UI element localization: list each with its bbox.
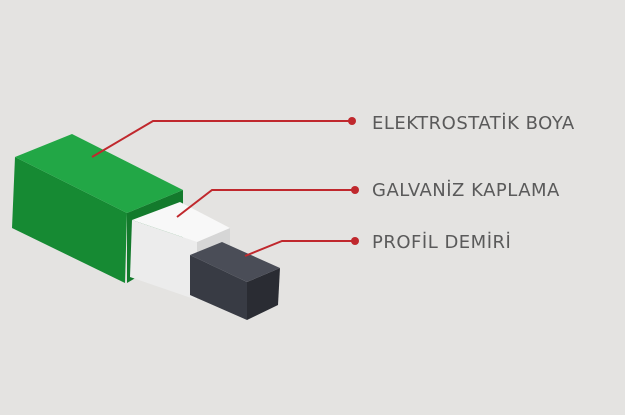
leader-dot-paint: [348, 117, 356, 125]
label-iron-profile: PROFİL DEMİRİ: [372, 232, 512, 253]
leader-line-iron: [244, 240, 355, 257]
leader-dot-iron: [351, 237, 359, 245]
leader-dot-galvanized: [351, 186, 359, 194]
leader-line-paint: [91, 120, 352, 158]
leader-line-galvanized: [176, 189, 355, 218]
label-galvanized-coating: GALVANİZ KAPLAMA: [372, 180, 560, 201]
iron-profile-layer: [190, 242, 280, 320]
label-electrostatic-paint: ELEKTROSTATİK BOYA: [372, 113, 575, 134]
